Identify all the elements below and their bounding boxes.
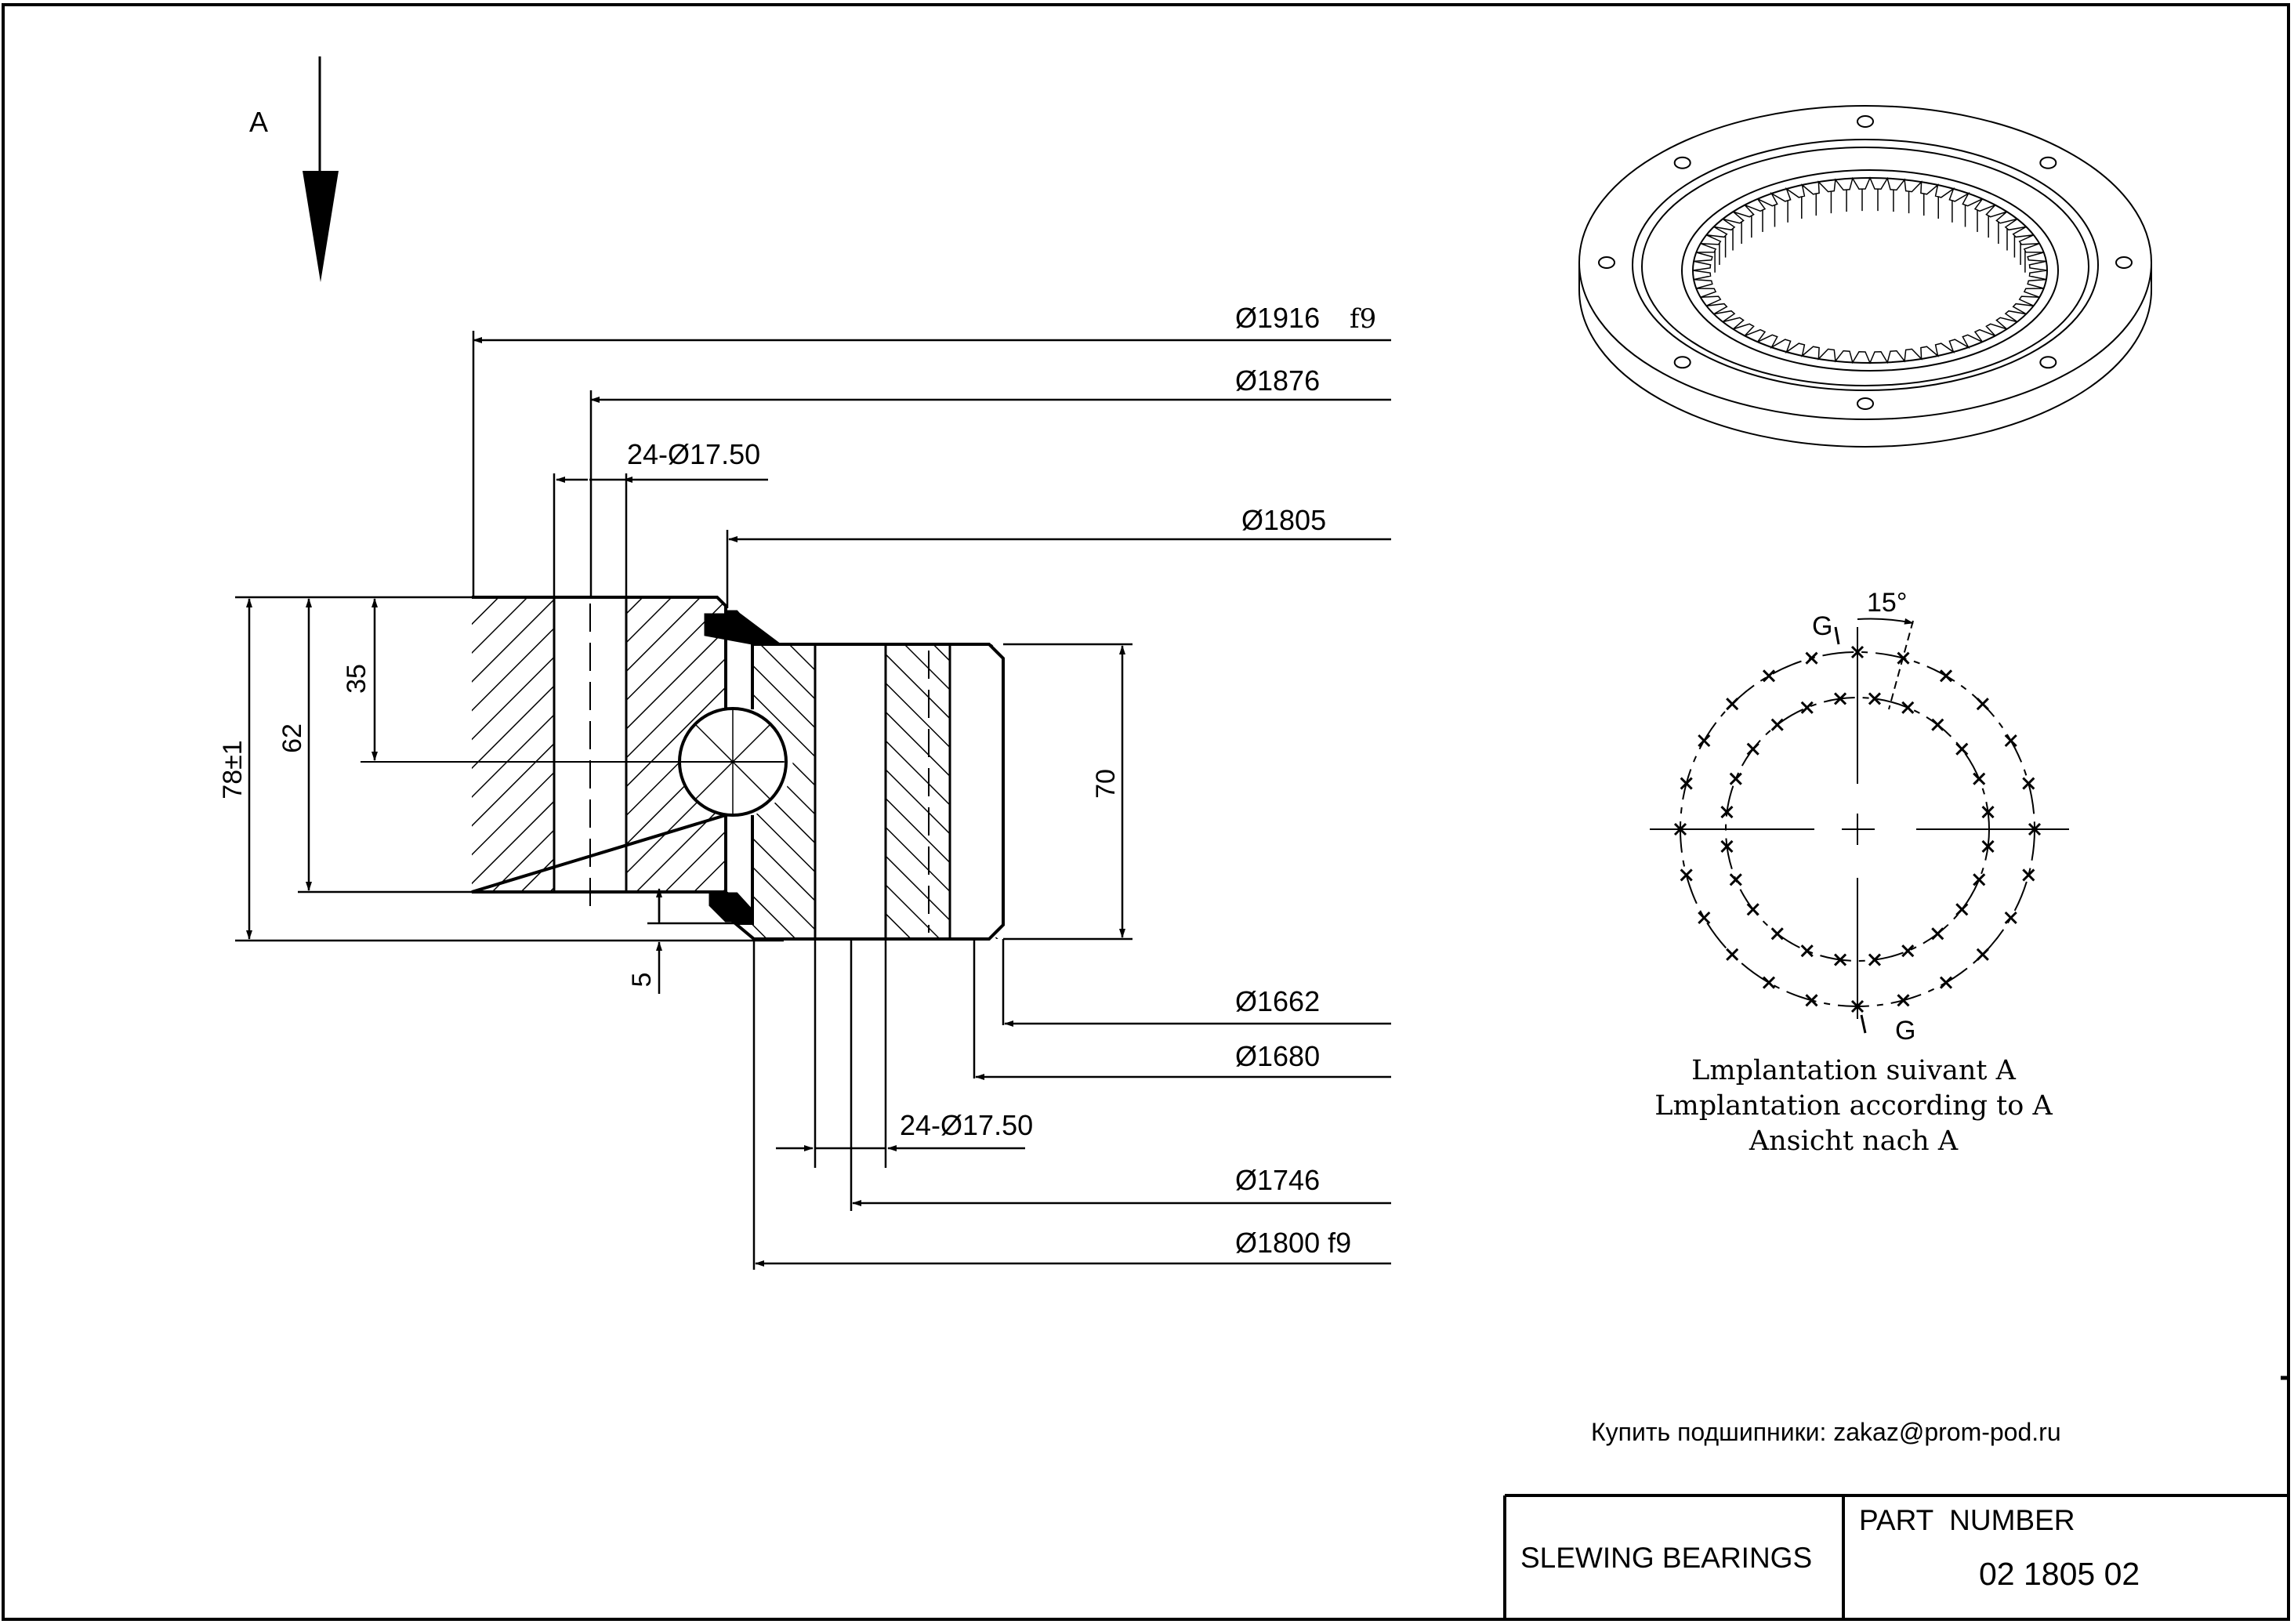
title-part-number: 02 1805 02 <box>1979 1556 2140 1592</box>
hole-marker <box>1805 651 1818 665</box>
hole-marker <box>1746 742 1759 756</box>
flange-hole <box>1857 115 1874 128</box>
hole-marker <box>1868 953 1881 966</box>
dim-d1805: Ø1805 <box>1241 504 1326 536</box>
hole-marker <box>1720 806 1734 819</box>
hole-marker <box>1762 976 1776 989</box>
hole-marker <box>1939 669 1953 683</box>
hole-marker <box>2028 822 2042 836</box>
hole-marker <box>1850 999 1865 1013</box>
hole-marker <box>1939 976 1953 989</box>
hole-marker <box>1897 651 1910 665</box>
dim-d1680: Ø1680 <box>1235 1040 1320 1072</box>
hole-marker <box>1800 701 1814 714</box>
dim-d1800: Ø1800 f9 <box>1235 1227 1351 1259</box>
caption-en: Lmplantation according to A <box>1654 1090 2053 1122</box>
view-label: A <box>249 106 268 138</box>
dim-holes-bottom: 24-Ø17.50 <box>900 1109 1033 1141</box>
hole-marker <box>1955 742 1969 756</box>
hole-centerlines <box>589 604 930 933</box>
flange-hole <box>1673 156 1691 169</box>
hole-marker <box>2022 777 2035 790</box>
hole-marker <box>1973 772 1986 785</box>
hole-marker <box>1746 903 1759 916</box>
hole-marker <box>1770 718 1784 731</box>
title-part-number-label: PART NUMBER <box>1859 1504 2075 1536</box>
pattern-g-top: G <box>1812 611 1832 641</box>
dim-d1876: Ø1876 <box>1235 364 1320 397</box>
flange-hole <box>2039 156 2057 169</box>
hole-marker <box>1726 698 1739 711</box>
hole-marker <box>1931 927 1944 941</box>
hole-marker <box>1868 692 1881 705</box>
contact-text: Купить подшипники: zakaz@prom-pod.ru <box>1591 1418 2061 1446</box>
view-arrow <box>303 56 339 282</box>
hole-marker <box>1762 669 1776 683</box>
dim-d1916: Ø1916 <box>1235 302 1320 334</box>
dim-d1916-tol: f9 <box>1350 303 1376 335</box>
hole-marker <box>1680 777 1693 790</box>
hole-marker <box>1805 994 1818 1007</box>
bearing-cross-section <box>361 596 1005 941</box>
flange-hole <box>1598 256 1615 269</box>
inner-hole-markers <box>1720 692 1995 966</box>
drawing-frame <box>2 3 2290 1621</box>
hole-marker <box>2004 734 2017 748</box>
dim-70: 70 <box>1091 769 1121 799</box>
gear-tooth-profile <box>1692 176 2048 364</box>
hole-marker <box>1673 822 1687 836</box>
hole-marker <box>1698 734 1711 748</box>
inner-ring <box>727 643 1005 941</box>
flange-hole <box>2115 256 2133 269</box>
flange-hole <box>1857 397 1874 410</box>
caption-de: Ansicht nach A <box>1749 1126 1959 1157</box>
dim-holes-top: 24-Ø17.50 <box>627 438 760 470</box>
hole-marker <box>1800 944 1814 958</box>
hole-marker <box>1698 911 1711 925</box>
hole-marker <box>1729 873 1742 886</box>
pattern-angle: 15° <box>1867 588 1907 618</box>
dim-62: 62 <box>277 723 307 753</box>
hole-marker <box>1897 994 1910 1007</box>
hole-marker <box>1726 948 1739 961</box>
diameter-leaders <box>472 331 1391 1270</box>
hole-marker <box>1955 903 1969 916</box>
hole-marker <box>1901 701 1915 714</box>
pattern-g-bottom: G <box>1895 1016 1915 1046</box>
dim-5: 5 <box>627 973 657 988</box>
outer-hole-markers <box>1673 645 2042 1013</box>
hole-marker <box>1770 927 1784 941</box>
hole-marker <box>1931 718 1944 731</box>
flange-holes <box>1598 115 2133 410</box>
hole-marker <box>2004 911 2017 925</box>
hole-marker <box>1981 806 1995 819</box>
flange-hole <box>1673 356 1691 369</box>
hole-marker <box>1834 953 1847 966</box>
dim-78: 78±1 <box>218 740 248 799</box>
hole-marker <box>1680 868 1693 882</box>
caption-fr: Lmplantation suivant A <box>1691 1055 2016 1086</box>
gear-teeth <box>1692 176 2048 364</box>
hole-marker <box>1850 645 1865 659</box>
hole-marker <box>1834 692 1847 705</box>
hole-marker <box>1729 772 1742 785</box>
dim-35: 35 <box>342 664 371 694</box>
dim-d1662: Ø1662 <box>1235 985 1320 1017</box>
dim-d1746: Ø1746 <box>1235 1164 1320 1196</box>
gear-ring-isometric <box>1578 105 2152 448</box>
title-product: SLEWING BEARINGS <box>1520 1542 1812 1574</box>
hole-pattern-view <box>1650 618 2069 1034</box>
hole-marker <box>1973 873 1986 886</box>
title-block <box>1503 1494 2289 1619</box>
hole-marker <box>1981 839 1995 853</box>
vertical-dimensions <box>235 596 1133 994</box>
flange-hole <box>2039 356 2057 369</box>
hole-marker <box>2022 868 2035 882</box>
hole-marker <box>1720 839 1734 853</box>
hole-marker <box>1976 698 1989 711</box>
hole-marker <box>1901 944 1915 958</box>
hole-marker <box>1976 948 1989 961</box>
